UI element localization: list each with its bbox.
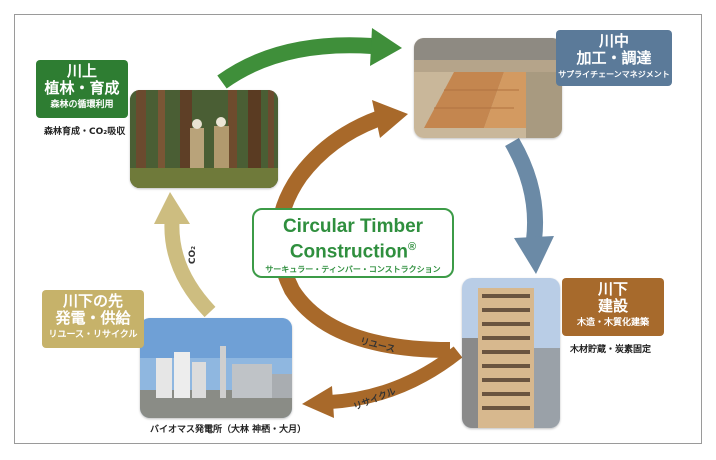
registered-mark: ®: [408, 241, 417, 253]
label-beyond: 川下の先 発電・供給 リユース・リサイクル: [42, 290, 144, 348]
forest-photo: [130, 90, 278, 188]
midstream-desc: サプライチェーンマネジメント: [558, 69, 670, 79]
beyond-caption: バイオマス発電所（大林 神栖・大月）: [150, 425, 307, 435]
downstream-subtitle: 建設: [597, 297, 628, 316]
midstream-title: 川中: [598, 32, 629, 50]
center-title-line1: Circular Timber: [282, 216, 424, 237]
downstream-desc: 木造・木質化建築: [576, 317, 649, 328]
building-photo: [462, 278, 560, 428]
upstream-caption: 森林育成・CO₂吸収: [44, 127, 126, 137]
co2-label: CO₂: [188, 245, 199, 265]
center-title-line2: Construction®: [254, 237, 452, 262]
upstream-desc: 森林の循環利用: [50, 99, 114, 110]
label-midstream: 川中 加工・調達 サプライチェーンマネジメント: [556, 30, 672, 86]
label-downstream: 川下 建設 木造・木質化建築: [562, 278, 664, 336]
arrow-upstream-to-midstream: [217, 37, 373, 89]
arrow-head-brown-bottom: [302, 386, 334, 418]
center-title-word: Construction: [289, 241, 409, 263]
downstream-caption: 木材貯蔵・炭素固定: [570, 345, 652, 355]
biomass-plant-photo: [140, 318, 292, 418]
label-upstream: 川上 植林・育成 森林の循環利用: [36, 60, 128, 118]
arrow-head-blue: [514, 236, 554, 274]
factory-photo: [414, 38, 562, 138]
arrow-midstream-to-downstream: [505, 137, 544, 241]
downstream-title: 川下: [597, 280, 628, 298]
center-title-box: Circular Timber Construction® サーキュラー・ティン…: [252, 208, 454, 278]
arrow-head-beige: [154, 192, 190, 224]
upstream-title: 川上: [66, 62, 97, 80]
beyond-desc: リユース・リサイクル: [48, 329, 138, 340]
arrow-head-green: [370, 28, 402, 66]
beyond-title: 川下の先: [62, 292, 123, 310]
beyond-subtitle: 発電・供給: [55, 309, 131, 328]
center-subtitle: サーキュラー・ティンバー・コンストラクション: [265, 265, 441, 275]
midstream-subtitle: 加工・調達: [576, 49, 652, 68]
upstream-subtitle: 植林・育成: [44, 79, 120, 98]
arrow-downstream-to-beyond: [329, 346, 463, 409]
arrow-beyond-to-upstream: [164, 221, 216, 318]
arrow-head-reuse: [372, 100, 408, 138]
